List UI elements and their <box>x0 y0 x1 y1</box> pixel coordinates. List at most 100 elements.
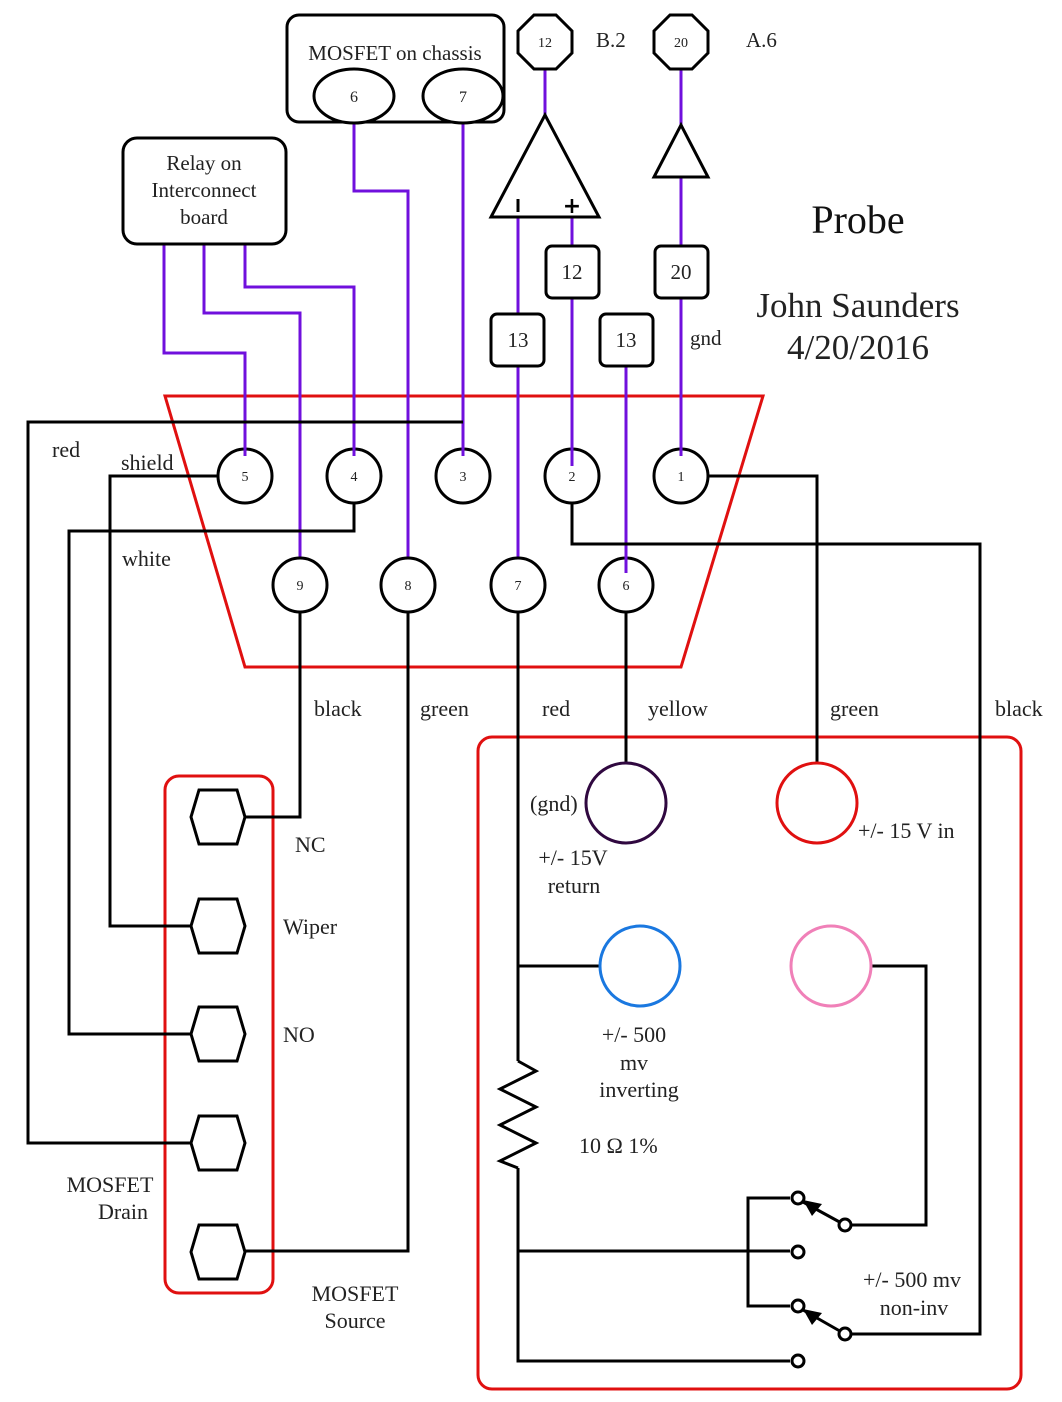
pin-box-13-left: 13 <box>489 312 546 368</box>
relay-terminal-no <box>189 1005 247 1063</box>
mosfet-box-label: MOSFET on chassis <box>308 41 481 65</box>
wire-white-pin4-to-no <box>67 504 356 1036</box>
db9-connector-outline <box>162 394 766 669</box>
wire-shield-pin5-to-wiper <box>108 474 219 928</box>
inverting-input-jack <box>598 924 682 1008</box>
wire-mosfet6-to-pin8 <box>352 122 410 565</box>
wire-black-pin9-to-nc <box>244 612 302 819</box>
db9-pins: 5 4 3 2 1 9 8 7 6 <box>216 447 710 614</box>
non-inverting-input-jack <box>789 924 873 1008</box>
wire-label-red-left: red <box>52 437 80 462</box>
relay-terminal-drain <box>189 1114 247 1172</box>
noninv-label-line-1: +/- 500 mv <box>863 1267 961 1292</box>
wire-label-green-left: green <box>420 696 469 721</box>
relay-box <box>121 136 288 246</box>
mosfet-pin-7 <box>421 67 505 125</box>
wire-label-black-right: black <box>995 696 1043 721</box>
noninv-label-line-2: non-inv <box>880 1295 948 1320</box>
gnd-tag-label: (gnd) <box>530 791 578 816</box>
db9-pin-5-label: 5 <box>242 470 249 485</box>
wire-green-pin8-to-source <box>244 612 410 1253</box>
octagon-12-number: 12 <box>538 36 552 51</box>
relay-on-interconnect-board: Relay on Interconnect board <box>121 136 288 246</box>
wire-label-red-mid: red <box>542 696 570 721</box>
wire-label-yellow: yellow <box>648 696 708 721</box>
db9-pin-1: 1 <box>652 447 710 505</box>
db9-pin-8-label: 8 <box>405 579 412 594</box>
terminal-label-source-2: Source <box>324 1308 385 1333</box>
switch-contact-1 <box>790 1190 806 1206</box>
db9-pin-3: 3 <box>434 447 492 505</box>
wire-relay-to-pin5 <box>162 244 247 456</box>
wire-label-black-left: black <box>314 696 362 721</box>
db9-pin-7: 7 <box>489 556 547 614</box>
pin-box-12: 12 <box>544 244 601 300</box>
pin-box-20: 20 <box>653 244 710 300</box>
internal-wires <box>162 68 683 573</box>
db9-pin-8: 8 <box>379 556 437 614</box>
gnd-label: gnd <box>690 326 722 350</box>
pin-box-12-label: 12 <box>562 260 583 284</box>
relay-box-line-1: Relay on <box>166 151 242 175</box>
author-name: John Saunders <box>756 286 959 325</box>
pin-box-13-right: 13 <box>598 312 655 368</box>
wire-relay-to-pin4 <box>243 244 356 456</box>
external-wires <box>26 420 982 1363</box>
differential-amplifier: + <box>488 111 602 219</box>
wire-black-pin2-to-switch <box>570 504 982 1336</box>
resistor-label: 10 Ω 1% <box>579 1133 658 1158</box>
db9-pin-4: 4 <box>325 447 383 505</box>
db9-pin-7-label: 7 <box>515 579 522 594</box>
octagon-12-ref: B.2 <box>596 28 626 52</box>
switch-contact-2 <box>837 1217 853 1233</box>
dpdt-switch <box>790 1190 853 1369</box>
mosfet-pin-6 <box>312 67 396 125</box>
wire-label-green-right: green <box>830 696 879 721</box>
wire-relay-to-pin9 <box>202 244 302 565</box>
inverting-label-line-1: +/- 500 <box>602 1022 666 1047</box>
octagon-test-point-20: 20 A.6 <box>652 13 777 71</box>
diagram-date: 4/20/2016 <box>787 328 929 367</box>
db9-pin-5: 5 <box>216 447 274 505</box>
switch-contact-5 <box>837 1326 853 1342</box>
switch-contact-6 <box>790 1353 806 1369</box>
wire-green-pin1-to-supply-jack <box>707 474 819 764</box>
mosfet-pin-6-label: 6 <box>350 89 358 106</box>
diagram-title: Probe <box>811 197 904 242</box>
wire-red-pin3-to-drain <box>26 420 463 1145</box>
wire-label-shield: shield <box>121 450 174 475</box>
switch-arrow-lower-icon <box>803 1309 822 1325</box>
octagon-20-ref: A.6 <box>746 28 777 52</box>
terminal-label-wiper: Wiper <box>283 914 338 939</box>
relay-terminal-wiper <box>189 897 247 955</box>
supply-input-jack <box>775 761 859 845</box>
pin-box-13-left-label: 13 <box>508 328 529 352</box>
db9-pin-9-label: 9 <box>297 579 304 594</box>
wire-resistor-bottom <box>516 1168 790 1363</box>
wire-label-white: white <box>122 546 171 571</box>
octagon-test-point-12: 12 B.2 <box>516 13 626 71</box>
pin-entry-stubs <box>243 440 683 573</box>
return-label-line-2: return <box>548 873 601 898</box>
buffer-triangle <box>651 121 711 179</box>
db9-pin-3-label: 3 <box>460 470 467 485</box>
opamp-plus-sign: + <box>563 194 581 219</box>
resistor-symbol <box>496 1059 540 1170</box>
relay-box-line-2: Interconnect <box>152 178 257 202</box>
relay-terminal-nc <box>189 788 247 846</box>
opamp-triangle <box>488 111 602 219</box>
db9-pin-6-label: 6 <box>623 579 630 594</box>
db9-pin-1-label: 1 <box>678 470 685 485</box>
relay-terminal-source <box>189 1223 247 1281</box>
terminal-label-source-1: MOSFET <box>312 1281 399 1306</box>
switch-contact-4 <box>790 1298 806 1314</box>
terminal-label-nc: NC <box>295 832 326 857</box>
supply-in-label: +/- 15 V in <box>858 818 955 843</box>
wire-noninv-jack-to-switch <box>845 964 928 1227</box>
inverting-label-line-2: mv <box>620 1050 648 1075</box>
pin-box-13-right-label: 13 <box>616 328 637 352</box>
pin-box-20-label: 20 <box>671 260 692 284</box>
switch-arrow-upper-icon <box>803 1200 822 1216</box>
octagon-20-number: 20 <box>674 36 688 51</box>
